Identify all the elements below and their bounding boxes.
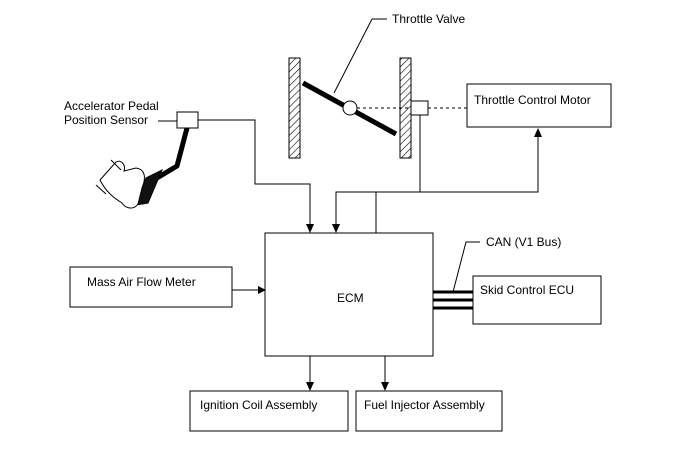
throttle-valve-label: Throttle Valve: [392, 12, 465, 26]
mass-air-flow-meter-label: Mass Air Flow Meter: [87, 275, 196, 289]
arrowhead-ecm-to-ignition: [306, 382, 314, 391]
can-bus-leader: [452, 241, 480, 293]
throttle-body-left-wall: [288, 57, 301, 159]
accelerator-sensor-label-line2: Position Sensor: [64, 113, 148, 127]
accelerator-pedal-position-sensor: [176, 111, 199, 129]
throttle-position-sensor: [410, 100, 429, 116]
throttle-valve-leader: [333, 18, 373, 94]
arrowhead-ecm-to-injector: [381, 382, 389, 391]
ignition-coil-assembly-label: Ignition Coil Assembly: [200, 398, 317, 412]
skid-control-ecu-box: [472, 275, 602, 325]
mass-air-flow-meter-box: [69, 266, 233, 308]
driver-foot-icon: [99, 160, 145, 209]
throttle-shaft: [342, 100, 358, 116]
wire-pedal-sensor-to-ecm: [198, 119, 311, 224]
arrowhead-throttle-to-ecm: [332, 224, 340, 233]
throttle-control-motor-label: Throttle Control Motor: [474, 93, 591, 107]
fuel-injector-assembly-box: [355, 390, 503, 432]
ecm-label: ECM: [337, 291, 364, 305]
skid-control-ecu-label: Skid Control ECU: [480, 283, 574, 297]
can-bus-label: CAN (V1 Bus): [486, 235, 561, 249]
arrowhead-maf-to-ecm: [258, 286, 266, 294]
throttle-control-motor-box: [466, 83, 612, 128]
driver-foot-line-a: [95, 184, 107, 195]
fuel-injector-assembly-label: Fuel Injector Assembly: [364, 398, 485, 412]
ecm-box: [264, 232, 434, 357]
ignition-coil-assembly-box: [189, 390, 349, 432]
accelerator-sensor-label-line1: Accelerator Pedal: [64, 99, 159, 113]
accelerator-pedal-arm: [155, 127, 190, 181]
driver-foot-line-b: [110, 159, 122, 171]
arrowhead-ecm-to-motor: [534, 128, 542, 137]
arrowhead-pedal-to-ecm: [306, 224, 314, 233]
wire-ecm-to-throttle-motor: [375, 137, 539, 233]
